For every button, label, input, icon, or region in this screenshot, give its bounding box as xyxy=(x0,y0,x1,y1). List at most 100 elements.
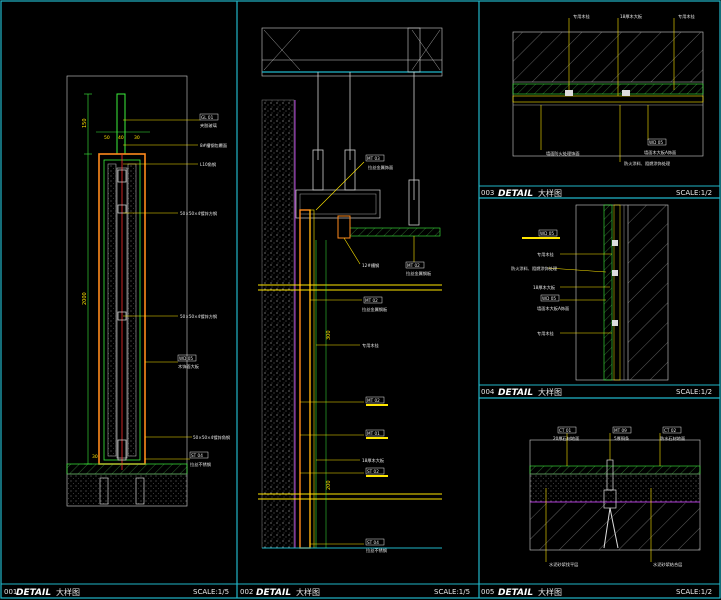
callout-text: L10角钢 xyxy=(200,161,216,168)
callout-text: 5厚铜条 xyxy=(614,435,630,442)
panel-5-floor-joint-detail: CT 01 20厚石材地面 MT 09 5厚铜条 CT 02 防水石材地面 水泥… xyxy=(529,426,701,568)
mortar-bed xyxy=(529,473,701,503)
callout-tag: WD 05 xyxy=(542,296,556,301)
title-num: 003 xyxy=(481,189,494,197)
callout-text: 水泥砂浆结合层 xyxy=(653,561,682,568)
callout-text: 8#槽钢包覆面 xyxy=(200,142,227,149)
hanger-rods xyxy=(312,72,420,226)
panel4-callouts: WD 05 专用木挂 防火涂料、阻燃涂饰处理 18厚木大板 WD 05 墙面木大… xyxy=(511,229,612,337)
callout-text: 拉丝不锈钢 xyxy=(366,547,387,554)
clip-icon xyxy=(612,240,618,246)
clip-icon xyxy=(612,270,618,276)
callout-text: 拉丝金属饰面 xyxy=(368,164,393,171)
panel1-callouts: GL 01 夹胶玻璃 8#槽钢包覆面 L10角钢 50×50×4镀锌方钢 50×… xyxy=(123,113,230,468)
dim-text: 150 xyxy=(82,118,88,128)
callout-tag: MT 02 xyxy=(365,298,378,303)
callout-text: 拉丝不锈钢 xyxy=(190,461,211,468)
callout-text: 防火涂料、阻燃涂饰处理 xyxy=(624,160,671,167)
callout-tag: GL 01 xyxy=(201,115,214,120)
panel-4-wall-board-detail: WD 05 专用木挂 防火涂料、阻燃涂饰处理 18厚木大板 WD 05 墙面木大… xyxy=(511,204,669,381)
title-bar-2: 002 DETAIL 大样图 SCALE:1/5 xyxy=(237,583,479,598)
callout-text: 专用木挂 xyxy=(537,251,554,258)
callout-tag: CT 02 xyxy=(664,428,676,433)
title-bar-5: 005 DETAIL 大样图 SCALE:1/2 xyxy=(479,583,720,598)
callout-text: 50×50×4镀锌方钢 xyxy=(180,210,217,217)
slab-hatch xyxy=(530,503,700,550)
wall-cladding xyxy=(299,209,311,549)
dim-text: 30 xyxy=(134,135,140,141)
dim-text: 50 xyxy=(104,135,110,141)
panel-1-glass-rail-section: 150 2000 50 40 30 30 GL 01 夹胶玻璃 8#槽钢包覆面 … xyxy=(66,75,230,507)
title-num: 005 xyxy=(481,588,494,596)
callout-tag: MT 02 xyxy=(367,398,380,403)
title-sub: 大样图 xyxy=(56,587,80,597)
title-scale: SCALE:1/5 xyxy=(193,588,229,596)
callout-text: 专用木挂 xyxy=(678,13,695,20)
callout-tag: CT 01 xyxy=(559,428,571,433)
dim-text: 30 xyxy=(92,454,98,460)
title-bar-1: 001 DETAIL 大样图 SCALE:1/5 xyxy=(1,583,237,598)
title-num: 001 xyxy=(4,588,17,596)
title-scale: SCALE:1/5 xyxy=(434,588,470,596)
callout-tag: WD 05 xyxy=(649,140,663,145)
callout-text: 50×50×4镀锌角钢 xyxy=(193,434,230,441)
callout-tag: ST 02 xyxy=(367,469,379,474)
callout-tag: MT 09 xyxy=(614,428,627,433)
title-bar-3: 003 DETAIL 大样图 SCALE:1/2 xyxy=(479,185,720,199)
dim-text: 300 xyxy=(326,330,332,340)
panel-3-ceiling-board-detail: 专用木挂 18厚木大板 专用木挂 墙面防火处理饰面 WD 05 墙面木大板A饰面… xyxy=(512,13,704,167)
callout-text: 拉丝金属钢板 xyxy=(362,306,388,313)
stone-floor xyxy=(529,465,701,475)
callout-text: 18厚木大板 xyxy=(533,284,556,291)
title-sub: 大样图 xyxy=(538,188,562,198)
title-scale: SCALE:1/2 xyxy=(676,388,712,396)
wood-board xyxy=(603,204,613,381)
wall-hatch xyxy=(628,205,668,380)
title-sub: 大样图 xyxy=(296,587,320,597)
wood-panel xyxy=(512,83,704,95)
clip-icon xyxy=(565,90,573,96)
floor-finish xyxy=(66,463,188,475)
title-sub: 大样图 xyxy=(538,387,562,397)
callout-text: 防火涂料、阻燃涂饰处理 xyxy=(511,265,558,272)
callout-text: 专用木挂 xyxy=(573,13,590,20)
title-label: DETAIL xyxy=(498,588,533,598)
title-scale: SCALE:1/2 xyxy=(676,189,712,197)
callout-text: 防水石材地面 xyxy=(660,435,685,442)
title-scale: SCALE:1/2 xyxy=(676,588,712,596)
callout-text: 18厚木大板 xyxy=(620,13,643,20)
callout-text: 木饰面大板 xyxy=(178,363,200,370)
callout-text: 50×50×4镀锌方钢 xyxy=(180,313,217,320)
panel-2-wall-ceiling-section: 300 200 MT 03 拉丝金属饰面 MT 02 拉丝金属钢板 12#槽钢 … xyxy=(258,27,443,554)
title-label: DETAIL xyxy=(498,388,533,398)
callout-tag: WD 05 xyxy=(179,356,193,361)
concrete-wall xyxy=(261,99,295,549)
callout-tag: ST 04 xyxy=(367,540,379,545)
callout-text: 拉丝金属钢板 xyxy=(406,270,432,277)
callout-text: 12#槽钢 xyxy=(362,262,379,269)
callout-tag: MT 01 xyxy=(367,431,380,436)
ceiling-frame xyxy=(261,27,443,77)
title-sub: 大样图 xyxy=(538,587,562,597)
panel5-callouts: CT 01 20厚石材地面 MT 09 5厚铜条 CT 02 防水石材地面 水泥… xyxy=(545,426,685,568)
panel3-callouts: 专用木挂 18厚木大板 专用木挂 墙面防火处理饰面 WD 05 墙面木大板A饰面… xyxy=(540,13,695,167)
title-label: DETAIL xyxy=(256,588,291,598)
callout-text: 专用木挂 xyxy=(362,342,379,349)
title-num: 004 xyxy=(481,388,495,396)
callout-text: 20厚石材地面 xyxy=(553,435,579,442)
callout-tag: MT 03 xyxy=(367,156,380,161)
callout-tag: ST 04 xyxy=(191,453,203,458)
clip-icon xyxy=(612,320,618,326)
dim-text: 2000 xyxy=(82,292,88,305)
dim-text: 200 xyxy=(326,480,332,490)
panel2-callouts: MT 03 拉丝金属饰面 MT 02 拉丝金属钢板 12#槽钢 MT 02 拉丝… xyxy=(300,154,432,554)
callout-text: 18厚木大板 xyxy=(362,457,385,464)
callout-text: 水泥砂浆找平层 xyxy=(549,561,578,568)
callout-text: 专用木挂 xyxy=(537,330,554,337)
callout-tag: MT 02 xyxy=(407,263,420,268)
callout-text: 夹胶玻璃 xyxy=(200,122,217,129)
title-num: 002 xyxy=(240,588,253,596)
